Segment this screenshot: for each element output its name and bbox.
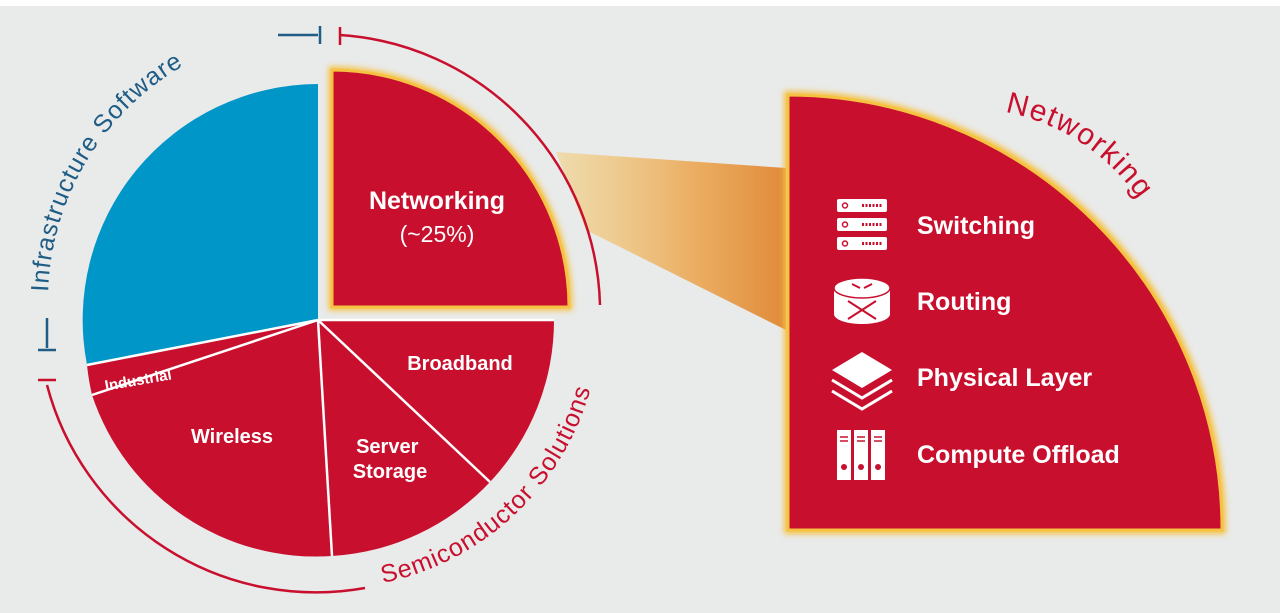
pie-chart	[82, 66, 573, 557]
detail-item-physical-layer: Physical Layer	[917, 364, 1092, 392]
networking-slice-label: Networking	[369, 187, 505, 215]
binders-icon	[837, 430, 885, 480]
slice-separators	[86, 318, 554, 557]
wireless-label: Wireless	[191, 426, 273, 448]
detail-item-compute-offload: Compute Offload	[917, 441, 1120, 469]
server-label: Server Storage	[353, 436, 427, 483]
router-icon	[833, 277, 891, 324]
detail-item-routing: Routing	[917, 288, 1011, 316]
top-band	[0, 0, 1280, 6]
layers-icon	[831, 352, 893, 411]
slice-wireless	[92, 320, 332, 557]
semiconductor-bracket-bottom	[45, 384, 366, 594]
networking-slice-share: (~25%)	[400, 221, 475, 247]
broadband-label: Broadband	[407, 353, 513, 375]
slice-networking	[330, 68, 571, 309]
switch-icon	[837, 199, 887, 250]
bracket-arcs	[38, 26, 602, 594]
slice-infrastructure-software	[82, 84, 318, 365]
detail-panel	[786, 93, 1224, 532]
slice-broadband	[318, 320, 555, 482]
semiconductor-bracket-top	[339, 33, 602, 306]
slice-server-storage	[318, 320, 490, 556]
detail-item-switching: Switching	[917, 212, 1035, 240]
highlight-beam	[556, 152, 786, 330]
